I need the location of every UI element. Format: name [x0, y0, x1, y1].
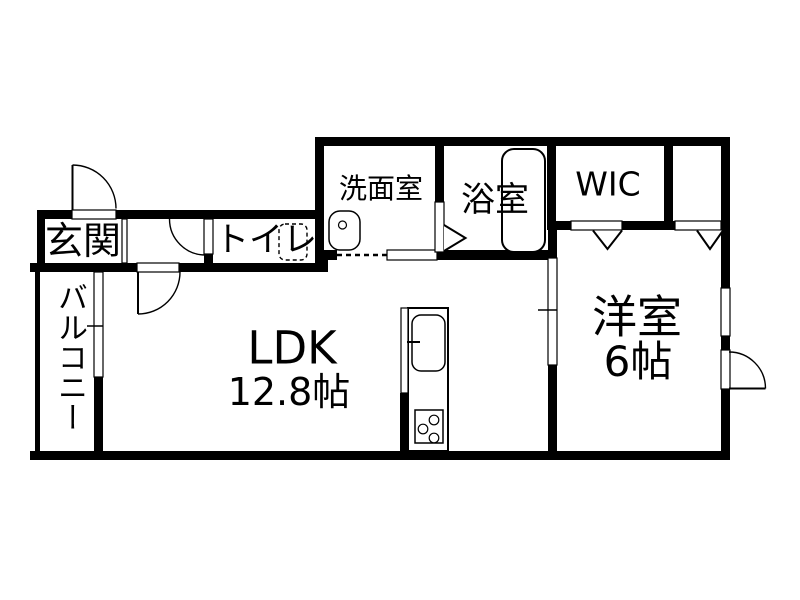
washroom-sliding-door	[386, 249, 438, 261]
bathroom-folding-door	[443, 224, 468, 252]
room-label-entrance: 玄関	[44, 219, 122, 263]
kitchen-partition-panel	[400, 307, 409, 394]
door-symbols	[71, 164, 767, 390]
closet-door-opening	[674, 220, 722, 231]
wall-entrance-top-left	[37, 210, 72, 219]
room-label-balcony: バルコニー	[52, 282, 87, 432]
wash-basin-drain	[337, 220, 348, 230]
room-size-western-room: 6帖	[603, 337, 673, 386]
bathroom-door-opening	[434, 201, 445, 253]
western-room-window	[720, 287, 731, 337]
wall-bottom	[30, 451, 730, 460]
room-label-wic: WIC	[575, 164, 641, 204]
balcony-window	[93, 271, 104, 378]
closet-folding-door	[696, 229, 724, 251]
wall-ldk-west-divider-lower	[548, 365, 557, 460]
room-size-ldk: 12.8帖	[227, 370, 351, 414]
wall-entrance-top-right	[116, 210, 324, 219]
entrance-door-arc	[72, 164, 117, 209]
wic-door-opening	[570, 220, 623, 231]
wic-folding-door	[592, 229, 623, 251]
stove-burner	[417, 423, 429, 435]
toilet-fixture	[278, 223, 308, 261]
room-label-western-room: 洋室	[591, 290, 683, 344]
wall-right-mid	[721, 336, 730, 350]
walls	[30, 137, 730, 460]
wall-entrance-left	[37, 210, 45, 272]
wall-wic-bottom-mid	[622, 221, 675, 230]
ldk-door-opening	[136, 262, 180, 273]
toilet-door-arc	[168, 218, 206, 256]
room-label-toilet: トイレ	[215, 220, 317, 260]
room-label-washroom: 洗面室	[338, 172, 424, 205]
room-label-ldk: LDK	[247, 321, 337, 375]
western-room-door-arc	[728, 351, 767, 389]
entrance-door-opening	[71, 209, 117, 220]
room-label-bathroom: 浴室	[461, 180, 529, 220]
bathtub	[501, 148, 546, 253]
wall-right-lower	[721, 389, 730, 460]
wall-bath-bottom	[435, 250, 556, 260]
wash-basin	[328, 210, 361, 251]
stove-burner	[428, 414, 440, 426]
wall-ldk-west-divider-upper	[548, 230, 557, 258]
wall-washroom-bath-divider	[435, 137, 444, 202]
kitchen-partition-stub	[400, 393, 408, 451]
wall-washroom-left	[315, 137, 324, 272]
wall-right-upper	[721, 137, 730, 288]
western-room-door-opening	[720, 349, 731, 390]
ldk-sliding-door	[547, 257, 558, 366]
wall-top	[315, 137, 730, 146]
toilet-door-leaf	[203, 218, 214, 255]
stove-burner	[428, 432, 440, 444]
fixtures	[278, 148, 546, 452]
entrance-step-line	[121, 218, 128, 264]
wall-bath-wic-divider	[547, 137, 556, 230]
wall-ldk-left-lower	[94, 377, 103, 460]
wall-balcony-left	[35, 265, 40, 460]
ldk-door-arc	[137, 271, 181, 315]
wall-toilet-divider-stub	[204, 254, 213, 263]
wall-hall-bottom-right	[179, 263, 324, 272]
wall-wic-bottom-left	[547, 221, 571, 230]
wall-hall-bottom-left	[30, 263, 137, 272]
openings	[71, 201, 731, 390]
wall-wic-closet-divider	[664, 137, 673, 230]
